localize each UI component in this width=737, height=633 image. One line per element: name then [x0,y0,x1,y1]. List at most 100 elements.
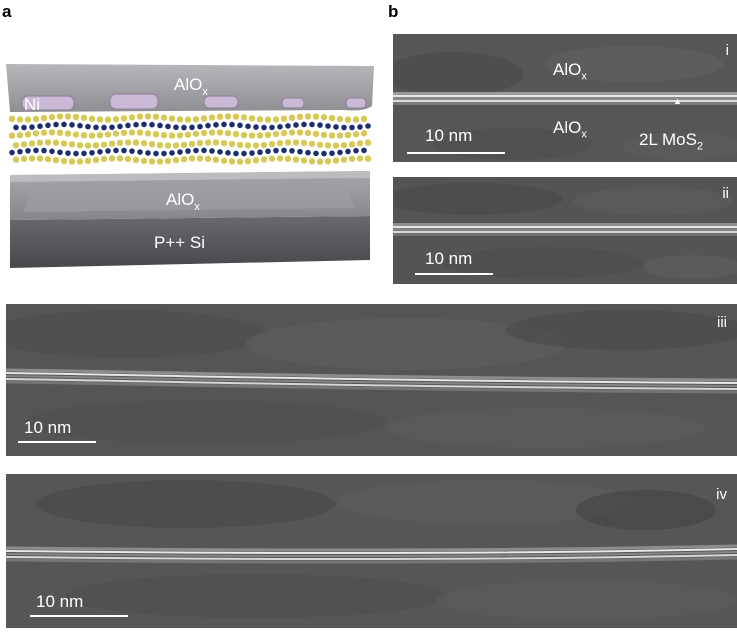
sulfur-atom [24,131,32,138]
sulfur-atom [348,141,356,148]
sulfur-atom [200,115,208,122]
tem-image-i: i AlOx AlOx 2L MoS2 ▲ 10 nm [393,34,737,162]
sulfur-atom [156,158,164,165]
sulfur-atom [196,155,204,162]
sulfur-atom [80,132,88,139]
scale-bar [30,615,128,617]
sulfur-atom [216,113,224,120]
sulfur-atom [328,114,336,122]
molybdenum-atom [161,150,167,157]
molybdenum-atom [353,147,359,154]
scale-bar [407,152,505,154]
sulfur-atom [180,156,188,163]
sulfur-atom [356,155,364,162]
sulfur-atom [108,140,116,147]
sulfur-atom [304,113,312,120]
sulfur-atom [272,116,280,123]
sulfur-atom [132,156,140,164]
sulfur-atom [120,115,128,122]
sulfur-atom [200,129,208,137]
molybdenum-atom [265,148,271,155]
sulfur-atom [176,132,184,139]
molybdenum-atom [361,147,367,154]
molybdenum-atom [9,149,15,156]
tem-image-ii: ii 10 nm [393,177,737,284]
sulfur-atom [288,114,296,121]
top-oxide-label: AlOx [553,60,587,83]
sulfur-atom [104,116,112,123]
sulfur-atom [192,116,200,123]
sulfur-atom [196,139,204,147]
sulfur-atom [268,155,276,162]
molybdenum-atom [153,150,159,157]
molybdenum-atom [117,123,123,130]
sulfur-atom [316,158,324,165]
sulfur-atom [164,142,172,149]
sulfur-atom [68,158,76,165]
sulfur-atom [184,116,192,123]
molybdenum-atom [53,121,59,128]
sulfur-atom [80,114,88,121]
sulfur-atom [32,115,40,123]
sulfur-atom [32,130,40,137]
image-index-i: i [725,42,729,59]
molybdenum-atom [25,147,31,154]
sulfur-atom [252,142,260,149]
sulfur-atom [152,113,160,120]
sulfur-atom [64,130,72,137]
molybdenum-atom [73,150,79,157]
molybdenum-atom [365,123,371,129]
molybdenum-atom [121,147,127,154]
sulfur-atom [236,141,244,149]
sulfur-atom [228,140,236,148]
sulfur-atom [228,158,236,165]
sulfur-atom [84,157,92,165]
tem-texture [6,304,737,456]
molybdenum-atom [21,124,27,131]
device-schematic: AlOx Ni AlOx P++ Si [6,64,374,268]
sulfur-atom [144,130,152,137]
sulfur-atom [20,155,28,163]
sulfur-atom [88,115,96,122]
sulfur-atom [280,115,288,122]
molybdenum-atom [77,122,83,129]
sulfur-atom [188,155,196,162]
sulfur-atom [216,129,224,136]
sulfur-atom [60,157,68,165]
sulfur-atom [8,132,16,139]
molybdenum-atom [93,124,99,131]
molybdenum-atom [285,123,291,129]
sulfur-atom [336,132,344,139]
sulfur-atom [16,131,24,139]
molybdenum-atom [69,122,75,128]
molybdenum-atom [169,150,175,156]
molybdenum-atom [13,124,19,131]
sulfur-atom [16,116,24,123]
sulfur-atom [308,158,316,165]
molybdenum-atom [321,150,327,157]
sulfur-atom [112,115,120,123]
molybdenum-atom [65,150,71,156]
sulfur-atom [156,141,164,149]
molybdenum-atom [129,148,135,154]
sulfur-atom [72,113,80,121]
molybdenum-atom [61,121,67,128]
molybdenum-atom [37,123,43,130]
sulfur-atom [76,158,84,165]
sulfur-atom [56,129,64,136]
sulfur-atom [36,155,44,162]
sulfur-atom [328,132,336,139]
sulfur-atom [164,157,172,165]
sulfur-atom [92,142,100,149]
molybdenum-atom [201,147,207,154]
molybdenum-atom [181,124,187,131]
molybdenum-atom [205,122,211,129]
sulfur-atom [96,116,104,123]
molybdenum-atom [157,122,163,129]
molybdenum-atom [137,149,143,155]
molybdenum-atom [349,124,355,131]
molybdenum-atom [85,123,91,130]
sulfur-atom [296,129,304,136]
molybdenum-atom [333,124,339,130]
sulfur-atom [100,141,108,148]
